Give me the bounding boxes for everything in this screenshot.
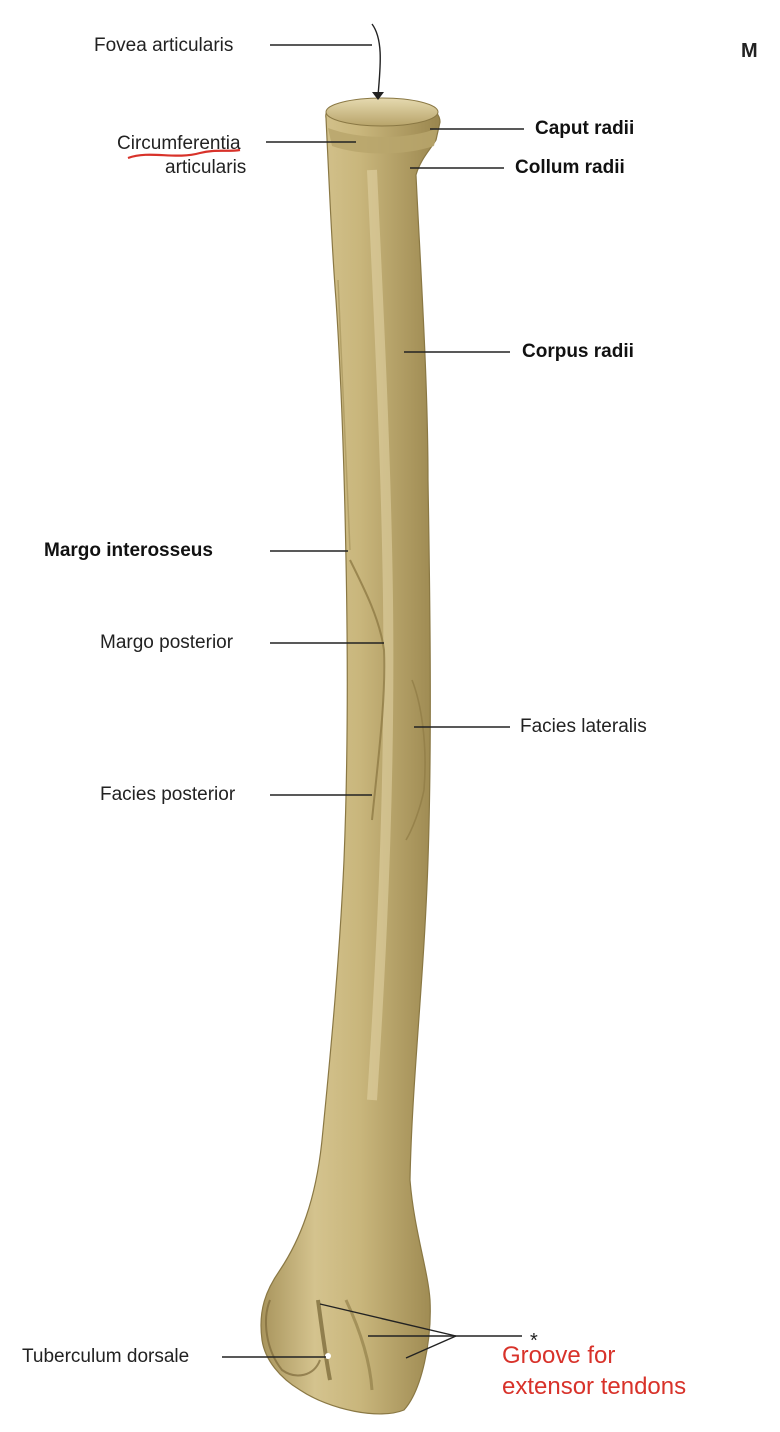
facies-lateralis-ridge: [405, 679, 426, 841]
label-corner-fragment: M: [741, 40, 758, 62]
distal-groove-2: [344, 1299, 374, 1391]
radius-head-top: [325, 97, 439, 127]
label-tuberculum-dorsale: Tuberculum dorsale: [22, 1346, 190, 1367]
distal-groove-1: [316, 1299, 332, 1381]
shaft-highlight: [367, 169, 394, 1101]
margo-posterior-ridge: [349, 559, 386, 821]
label-corpus-radii: Corpus radii: [522, 341, 634, 362]
radius-bone-shape: [260, 99, 441, 1415]
label-circumferentia-articularis: articularis: [165, 157, 247, 178]
label-fovea-articularis: Fovea articularis: [94, 35, 234, 56]
label-extensor-tendons: extensor tendons: [502, 1373, 687, 1400]
label-caput-radii: Caput radii: [535, 118, 635, 139]
label-groove-for: Groove for: [502, 1342, 616, 1369]
arrow-shaft: [371, 23, 381, 97]
label-facies-lateralis: Facies lateralis: [520, 716, 647, 737]
down-arrow-icon: [372, 92, 384, 100]
label-asterisk: *: [530, 1330, 538, 1352]
label-facies-posterior: Facies posterior: [100, 784, 236, 805]
leader-groove-a: [319, 1303, 457, 1337]
tuberculum-point: [325, 1353, 331, 1359]
label-margo-posterior: Margo posterior: [100, 632, 234, 653]
radius-head-rim: [328, 128, 438, 154]
tuberculum-dorsale-shape: [265, 1299, 321, 1377]
label-circumferentia: Circumferentia: [117, 133, 241, 154]
leader-groove-c: [405, 1335, 457, 1359]
red-underline-annotation: [127, 148, 241, 160]
leader-lines: [222, 23, 524, 1359]
interosseous-ridge: [337, 279, 351, 551]
label-collum-radii: Collum radii: [515, 157, 625, 178]
label-margo-interosseus: Margo interosseus: [44, 540, 213, 561]
